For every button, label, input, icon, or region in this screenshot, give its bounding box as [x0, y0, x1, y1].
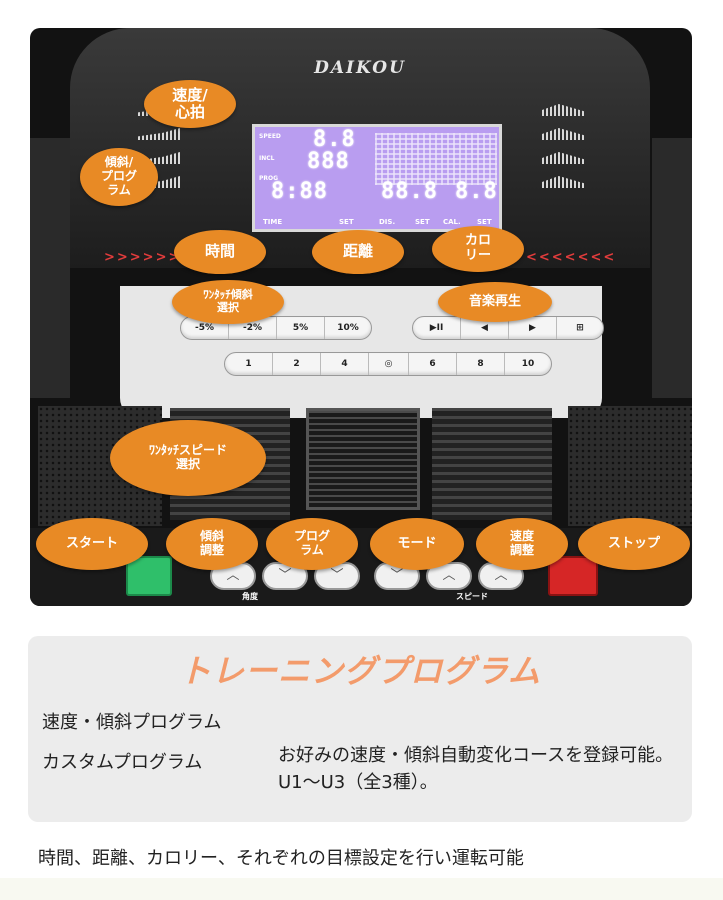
- lcd-label-speed: SPEED: [259, 133, 281, 140]
- volume-icon[interactable]: ⊞: [576, 323, 584, 333]
- speaker-grille-right: [568, 406, 692, 526]
- speed-quick-button[interactable]: 1: [225, 353, 273, 375]
- speed-quick-button[interactable]: 4: [321, 353, 369, 375]
- program-description: お好みの速度・傾斜自動変化コースを登録可能。U1～U3（全3種）。: [278, 745, 674, 793]
- callout-speed-heart: 速度/ 心拍: [144, 80, 236, 128]
- callout-one-touch-incline: ﾜﾝﾀｯﾁ傾斜 選択: [172, 280, 284, 324]
- music-button-group: ▶II ◀ ▶ ⊞: [412, 316, 604, 340]
- lcd-label-program: PROG: [259, 175, 279, 182]
- incline-quick-button[interactable]: -2%: [229, 317, 277, 339]
- speed-quick-button[interactable]: 8: [457, 353, 505, 375]
- brand-logo: DAIKOU: [314, 58, 406, 78]
- incline-quick-button[interactable]: -5%: [181, 317, 229, 339]
- lcd-set-label: SET: [477, 218, 492, 226]
- lcd-calorie-label: CAL.: [443, 218, 461, 226]
- safety-key-icon: ◎: [369, 353, 409, 375]
- lcd-label-incline: INCL: [259, 155, 275, 162]
- lcd-speed-value: 8.8: [313, 127, 356, 152]
- callout-start: スタート: [36, 518, 148, 570]
- callout-incline-program: 傾斜/ プログ ラム: [80, 148, 158, 206]
- lcd-set-label: SET: [415, 218, 430, 226]
- speed-quick-button[interactable]: 6: [409, 353, 457, 375]
- speed-key-label: スピード: [456, 592, 488, 601]
- callout-one-touch-speed: ﾜﾝﾀｯﾁスピード 選択: [110, 420, 266, 496]
- lcd-time-value: 8:88: [271, 179, 328, 204]
- footer-note: 時間、距離、カロリー、それぞれの目標設定を行い運転可能: [38, 848, 524, 869]
- training-program-card: トレーニングプログラム 速度・傾斜プログラム カスタムプログラム お好みの速度・…: [28, 636, 692, 822]
- callout-incline-adjust: 傾斜 調整: [166, 518, 258, 570]
- incline-key-label: 角度: [242, 592, 258, 601]
- play-pause-icon[interactable]: ▶II: [413, 317, 461, 339]
- lcd-incline-value: 888: [307, 149, 350, 174]
- lcd-distance-value: 88.8: [381, 179, 438, 204]
- program-name: 速度・傾斜プログラム: [42, 712, 222, 733]
- console-right-handle: [652, 138, 692, 398]
- previous-track-icon[interactable]: ◀: [461, 317, 509, 339]
- incline-quick-button[interactable]: 5%: [277, 317, 325, 339]
- lcd-time-label: TIME: [263, 218, 283, 226]
- callout-stop: ストップ: [578, 518, 690, 570]
- callout-distance: 距離: [312, 230, 404, 274]
- card-title: トレーニングプログラム: [178, 652, 542, 690]
- chevron-right-icon: >>>>>>>: [104, 250, 195, 265]
- start-button[interactable]: [126, 556, 172, 596]
- callout-time: 時間: [174, 230, 266, 274]
- callout-speed-adjust: 速度 調整: [476, 518, 568, 570]
- vent-slats-right: [432, 408, 552, 520]
- callout-mode: モード: [370, 518, 464, 570]
- speed-quick-button[interactable]: 2: [273, 353, 321, 375]
- treadmill-console-photo: DAIKOU SPEED INCL PROG 8.8 888 8:88 88.8…: [30, 28, 692, 606]
- fan-grille: [306, 408, 420, 510]
- chevron-left-icon: <<<<<<<: [526, 250, 617, 265]
- lcd-program-grid: [375, 133, 497, 185]
- lcd-calorie-value: 8.8: [455, 179, 498, 204]
- lcd-distance-label: DIS.: [379, 218, 396, 226]
- callout-music: 音楽再生: [438, 282, 552, 322]
- program-name: カスタムプログラム: [42, 752, 203, 773]
- bottom-strip: [0, 878, 723, 900]
- callout-program: プログ ラム: [266, 518, 358, 570]
- console-left-handle: [30, 138, 70, 398]
- speed-quick-button[interactable]: 10: [521, 359, 535, 369]
- callout-calorie: カロ リー: [432, 226, 524, 272]
- lcd-set-label: SET: [339, 218, 354, 226]
- next-track-icon[interactable]: ▶: [509, 317, 557, 339]
- speed-quick-button-group: 1 2 4 ◎ 6 8 10: [224, 352, 552, 376]
- incline-quick-button[interactable]: 10%: [337, 323, 359, 333]
- stop-button[interactable]: [548, 556, 598, 596]
- lcd-display: SPEED INCL PROG 8.8 888 8:88 88.8 8.8 TI…: [252, 124, 502, 232]
